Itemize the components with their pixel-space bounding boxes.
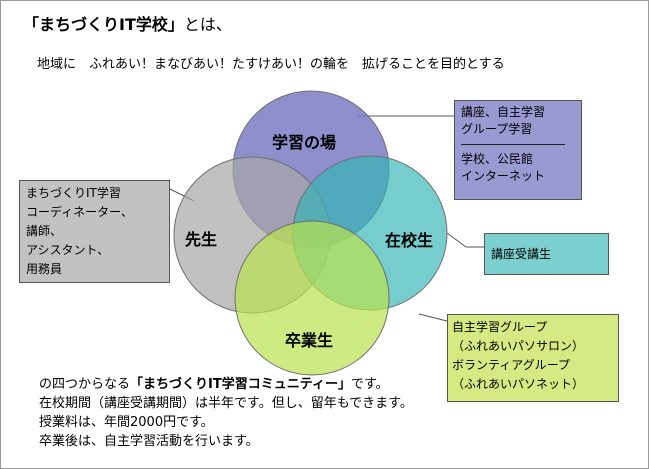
callout-teacher-line: 講師、 (26, 224, 63, 238)
footer-line-1-post: です。 (350, 377, 389, 392)
title-main: 「まちづくりIT学校」 (23, 15, 184, 34)
title-suffix: とは、 (183, 15, 232, 34)
footer-text: の四つからなる「まちづくりIT学習コミュニティー」です。 在校期間（講座受講期間… (39, 375, 413, 451)
callout-teacher-line: 用務員 (26, 262, 63, 276)
callout-place-divider (461, 144, 565, 145)
footer-line-1: の四つからなる「まちづくりIT学習コミュニティー」です。 (39, 375, 413, 394)
connector-student-a (446, 232, 467, 248)
callout-place-line: 学校、公民館 (461, 152, 534, 166)
footer-line-3: 授業料は、年間2000円です。 (39, 415, 214, 430)
callout-place-line: グループ学習 (461, 122, 533, 136)
footer-line-1-bold: 「まちづくりIT学習コミュニティー」 (130, 377, 351, 392)
footer-line-4: 卒業後は、自主学習活動を行います。 (39, 434, 259, 449)
callout-teacher-line: コーディネーター、 (26, 205, 134, 219)
callout-graduate-line: ボランティアグループ (452, 358, 570, 372)
callout-graduate: 自主学習グループ （ふれあいパソサロン） ボランティアグループ （ふれあいパソネ… (447, 314, 619, 402)
callout-teacher-line: アシスタント、 (26, 243, 110, 257)
callout-place: 講座、自主学習 グループ学習 学校、公民館 インターネット (454, 100, 582, 200)
footer-line-1-pre: の四つからなる (39, 377, 131, 392)
page-subtitle: 地域に ふれあい！まなびあい！たすけあい！の輪を 拡げることを目的とする (37, 57, 505, 72)
footer-line-2: 在校期間（講座受講期間）は半年です。但し、留年もできます。 (39, 396, 413, 411)
callout-graduate-line: 自主学習グループ (452, 320, 548, 334)
callout-teacher: まちづくりIT学習 コーディネーター、 講師、 アシスタント、 用務員 (19, 180, 170, 283)
callout-teacher-line: まちづくりIT学習 (26, 186, 121, 200)
callout-place-line: 講座、自主学習 (461, 105, 546, 119)
label-graduate: 卒業生 (285, 331, 334, 350)
callout-graduate-line: （ふれあいパソサロン） (452, 339, 585, 353)
callout-place-line: インターネット (461, 169, 546, 183)
label-student: 在校生 (385, 231, 434, 250)
connector-graduate (418, 313, 448, 322)
page-title: 「まちづくりIT学校」とは、 (23, 11, 232, 35)
label-place: 学習の場 (272, 133, 337, 152)
label-teacher: 先生 (185, 230, 218, 249)
callout-student-line: 講座受講生 (491, 247, 552, 261)
circle-graduate (234, 220, 390, 376)
callout-student: 講座受講生 (484, 233, 609, 275)
callout-graduate-line: （ふれあいパソネット） (452, 377, 585, 391)
